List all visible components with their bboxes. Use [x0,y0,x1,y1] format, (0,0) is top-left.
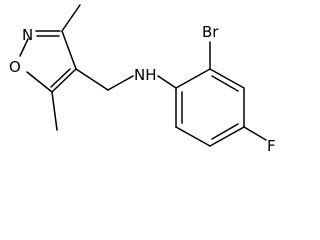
bond-ar-5-6 [175,126,211,147]
atom-label-o-isoxazole: O [9,58,21,76]
bond-c4-c5 [51,68,77,93]
bond-c5-methyl [51,91,58,131]
isoxazole-ring [19,30,77,93]
bond-ar-4-5 [209,126,245,147]
atom-label-n-isoxazole: N [22,26,33,44]
bond-c3-c4 [61,30,77,70]
bond-c4-c5-inner [50,68,71,88]
bond-c3-methyl [61,4,81,32]
bond-ar-1-2 [175,68,211,89]
bond-ar-2-3 [209,68,245,89]
benzene-ring [175,68,245,147]
molecule-structure: N O NH Br F [9,4,276,155]
bond-c5-o [26,71,53,93]
bond-ar-inner-a [211,75,239,92]
bond-ch2-n [107,75,134,91]
bond-c-f [243,126,267,141]
bond-n-aryl [157,75,177,89]
atom-label-bromine: Br [202,23,219,41]
atom-label-amine: NH [134,66,157,84]
bond-ar-inner-b [211,123,239,140]
atom-label-fluorine: F [267,137,276,155]
bond-o-n [19,38,29,57]
bond-c4-ch2 [75,68,109,91]
